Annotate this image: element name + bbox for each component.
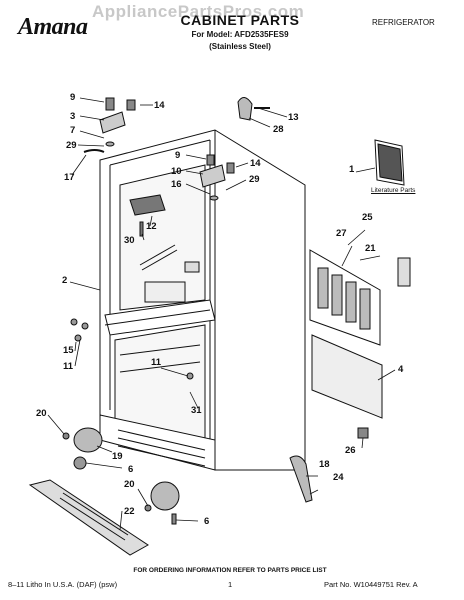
callout-29: 29 [66, 140, 77, 151]
callout-29: 29 [249, 174, 260, 185]
page-title: CABINET PARTS [180, 12, 300, 28]
callout-26: 26 [345, 445, 356, 456]
brand-logo: Amana [18, 14, 88, 40]
part-number: Part No. W10449751 Rev. A [324, 580, 418, 589]
model-line: For Model: AFD2535FES9 [191, 30, 289, 39]
callout-27: 27 [336, 228, 347, 239]
callout-15: 15 [63, 345, 74, 356]
ordering-note: FOR ORDERING INFORMATION REFER TO PARTS … [133, 567, 327, 574]
callout-14: 14 [154, 100, 165, 111]
callout-18: 18 [319, 459, 330, 470]
callout-11: 11 [151, 357, 162, 368]
callout-4: 4 [398, 364, 404, 375]
callout-20: 20 [36, 408, 47, 419]
callout-11: 11 [63, 361, 74, 372]
callout-2: 2 [62, 275, 68, 286]
callout-16: 16 [171, 179, 182, 190]
callout-9: 9 [70, 92, 76, 103]
callout-31: 31 [191, 405, 202, 416]
callout-9: 9 [175, 150, 181, 161]
page-number: 1 [228, 580, 233, 589]
callout-13: 13 [288, 112, 299, 123]
callout-1: 1 [349, 164, 355, 175]
callout-3: 3 [70, 111, 76, 122]
category-label: REFRIGERATOR [372, 18, 435, 27]
callout-25: 25 [362, 212, 373, 223]
callout-21: 21 [365, 243, 376, 254]
callout-6: 6 [204, 516, 210, 527]
litho-info: 8–11 Litho In U.S.A. (DAF) (psw) [8, 580, 118, 589]
callout-7: 7 [70, 125, 76, 136]
callout-6: 6 [128, 464, 134, 475]
callout-10: 10 [171, 166, 182, 177]
callout-14: 14 [250, 158, 261, 169]
callout-17: 17 [64, 172, 75, 183]
callout-20: 20 [124, 479, 135, 490]
callout-28: 28 [273, 124, 284, 135]
watermark: AppliancePartsPros.com [92, 2, 305, 21]
callout-30: 30 [124, 235, 135, 246]
literature-parts-label: Literature Parts [371, 187, 416, 194]
callout-19: 19 [112, 451, 123, 462]
finish-line: (Stainless Steel) [209, 42, 271, 51]
callout-12: 12 [146, 221, 157, 232]
callout-24: 24 [333, 472, 344, 483]
callout-22: 22 [124, 506, 135, 517]
